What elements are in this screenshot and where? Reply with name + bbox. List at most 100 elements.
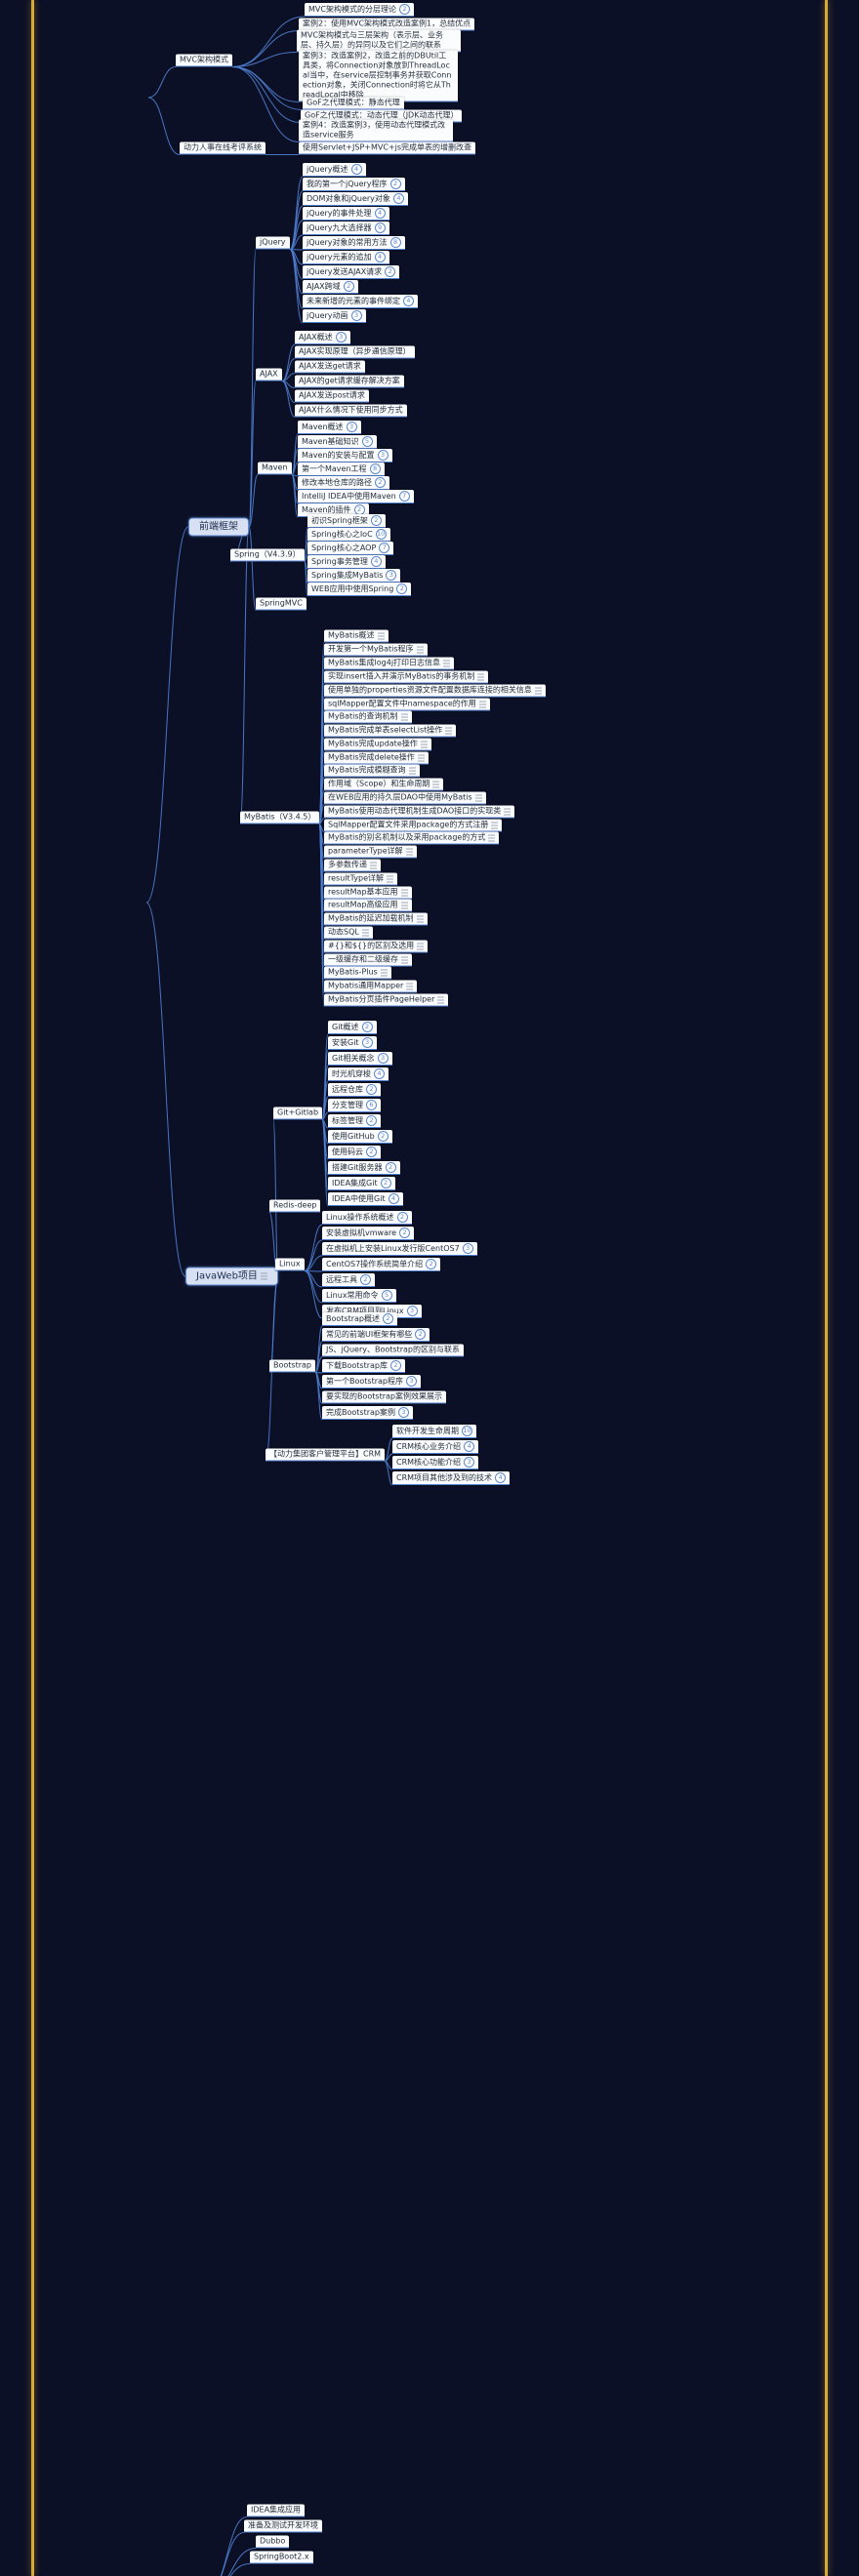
leaf-node[interactable]: MyBatis完成单表selectList操作 bbox=[324, 724, 457, 738]
child-count-badge[interactable]: 8 bbox=[369, 463, 381, 474]
notes-icon[interactable] bbox=[400, 713, 408, 720]
child-count-badge[interactable]: 4 bbox=[350, 164, 362, 175]
notes-icon[interactable] bbox=[361, 929, 369, 936]
child-count-badge[interactable]: 3 bbox=[406, 1306, 418, 1316]
notes-icon[interactable] bbox=[405, 848, 413, 855]
child-count-badge[interactable]: 2 bbox=[390, 1360, 401, 1371]
branch-node[interactable]: Redis-deep bbox=[269, 1199, 321, 1213]
branch-node[interactable]: Dubbo bbox=[256, 2535, 290, 2549]
notes-icon[interactable] bbox=[380, 969, 388, 976]
child-count-badge[interactable]: 4 bbox=[495, 1472, 507, 1483]
child-count-badge[interactable]: 10 bbox=[375, 529, 387, 540]
notes-icon[interactable] bbox=[406, 983, 414, 989]
notes-icon[interactable] bbox=[260, 1272, 267, 1280]
notes-icon[interactable] bbox=[478, 701, 486, 707]
child-count-badge[interactable]: 2 bbox=[398, 4, 410, 15]
leaf-node[interactable]: 案例3：改造案例2，改造之前的DBUtil工具类，将Connection对象放到… bbox=[299, 50, 458, 102]
child-count-badge[interactable]: 3 bbox=[377, 450, 389, 461]
child-count-badge[interactable]: 4 bbox=[374, 1068, 385, 1079]
leaf-node[interactable]: resultMap基本应用 bbox=[324, 886, 412, 900]
leaf-node[interactable]: #{}和${}的区别及选用 bbox=[324, 940, 429, 953]
child-count-badge[interactable]: 2 bbox=[396, 584, 408, 594]
child-count-badge[interactable]: 2 bbox=[366, 1147, 377, 1157]
child-count-badge[interactable]: 2 bbox=[385, 1162, 396, 1173]
notes-icon[interactable] bbox=[420, 741, 428, 747]
notes-icon[interactable] bbox=[417, 943, 425, 949]
leaf-node[interactable]: AJAX发送post请求 bbox=[295, 389, 369, 403]
child-count-badge[interactable]: 2 bbox=[366, 1084, 377, 1095]
child-count-badge[interactable]: 5 bbox=[381, 1290, 392, 1301]
notes-icon[interactable] bbox=[491, 822, 499, 828]
topic-node[interactable]: JavaWeb项目 bbox=[185, 1267, 278, 1286]
notes-icon[interactable] bbox=[504, 808, 511, 815]
leaf-node[interactable]: MyBatis-Plus bbox=[324, 966, 391, 980]
leaf-node[interactable]: MyBatis完成update操作 bbox=[324, 738, 431, 751]
leaf-node[interactable]: MyBatis的延迟加载机制 bbox=[324, 912, 428, 926]
leaf-node[interactable]: MyBatis概述 bbox=[324, 629, 389, 643]
child-count-badge[interactable]: 3 bbox=[398, 1407, 409, 1418]
branch-node[interactable]: 动力人事在线考评系统 bbox=[180, 141, 266, 155]
leaf-node[interactable]: MyBatis分页插件PageHelper bbox=[324, 993, 449, 1007]
leaf-node[interactable]: MyBatis完成delete操作 bbox=[324, 751, 429, 765]
branch-node[interactable]: Linux bbox=[275, 1258, 305, 1271]
child-count-badge[interactable]: 4 bbox=[392, 193, 404, 204]
child-count-badge[interactable]: 4 bbox=[370, 556, 382, 567]
leaf-node[interactable]: resultType详解 bbox=[324, 872, 398, 886]
child-count-badge[interactable]: 2 bbox=[396, 1212, 408, 1223]
child-count-badge[interactable]: 4 bbox=[374, 208, 386, 219]
leaf-node[interactable]: 作用域（Scope）和生命周期 bbox=[324, 778, 444, 791]
child-count-badge[interactable]: 2 bbox=[361, 1022, 373, 1032]
branch-node[interactable]: AJAX bbox=[256, 368, 282, 382]
leaf-node[interactable]: 动态SQL bbox=[324, 926, 373, 940]
branch-node[interactable]: Git+Gitlab bbox=[273, 1107, 323, 1120]
child-count-badge[interactable]: 2 bbox=[380, 1178, 391, 1188]
leaf-node[interactable]: Mybatis通用Mapper bbox=[324, 980, 418, 993]
child-count-badge[interactable]: 9 bbox=[374, 222, 386, 233]
leaf-node[interactable]: 实现insert插入并演示MyBatis的事务机制 bbox=[324, 670, 489, 684]
child-count-badge[interactable]: 4 bbox=[464, 1441, 475, 1452]
child-count-badge[interactable]: 2 bbox=[399, 1228, 411, 1238]
child-count-badge[interactable]: 2 bbox=[426, 1259, 437, 1269]
child-count-badge[interactable]: 8 bbox=[389, 237, 401, 248]
branch-node[interactable]: 准备及测试开发环境 bbox=[244, 2519, 322, 2533]
leaf-node[interactable]: 开发第一个MyBatis程序 bbox=[324, 643, 428, 657]
notes-icon[interactable] bbox=[432, 781, 440, 787]
branch-node[interactable]: jQuery bbox=[256, 236, 290, 250]
leaf-node[interactable]: MyBatis完成模糊查询 bbox=[324, 764, 420, 778]
child-count-badge[interactable]: 4 bbox=[374, 252, 386, 262]
child-count-badge[interactable]: 3 bbox=[406, 1376, 417, 1387]
child-count-badge[interactable]: 2 bbox=[375, 477, 386, 488]
child-count-badge[interactable]: 2 bbox=[385, 266, 396, 277]
leaf-node[interactable]: MyBatis使用动态代理机制生成DAO接口的实现类 bbox=[324, 805, 515, 819]
leaf-node[interactable]: 要实现的Bootstrap案例效果展示 bbox=[322, 1390, 446, 1404]
notes-icon[interactable] bbox=[477, 673, 485, 680]
leaf-node[interactable]: GoF之代理模式：静态代理 bbox=[303, 97, 404, 110]
child-count-badge[interactable]: 3 bbox=[464, 1457, 475, 1468]
